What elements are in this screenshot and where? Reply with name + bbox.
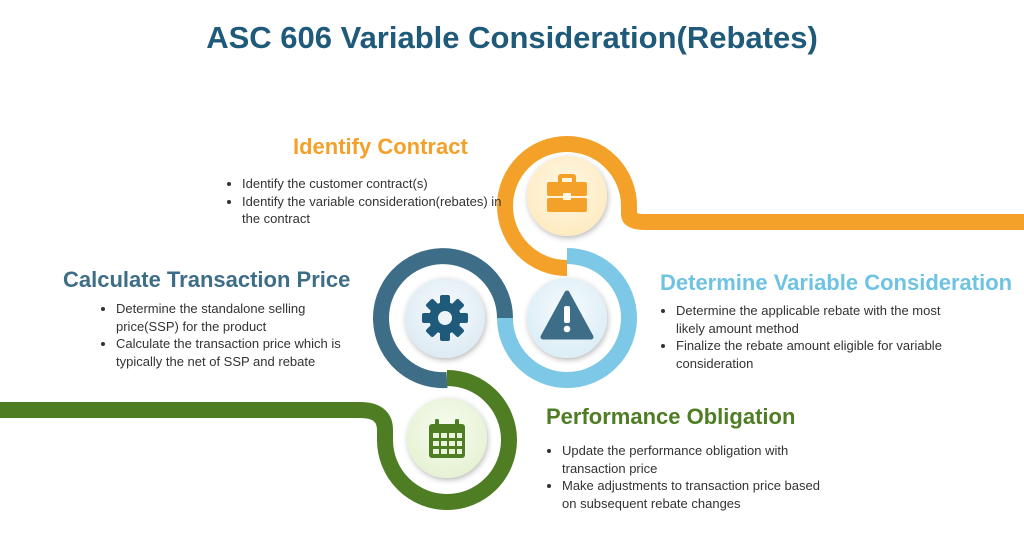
performance-obligation-title: Performance Obligation — [546, 404, 796, 429]
gear-icon — [422, 295, 468, 341]
bullet-item: Identify the customer contract(s) — [242, 175, 502, 193]
identify-ribbon — [497, 136, 1024, 276]
calculate-transaction-price-bullets: Determine the standalone selling price(S… — [102, 300, 366, 370]
calculate-ribbon — [373, 248, 513, 389]
determine-variable-consideration-title: Determine Variable Consideration — [660, 270, 1013, 295]
bullet-item: Make adjustments to transaction price ba… — [562, 477, 822, 512]
determine-variable-consideration-bullets: Determine the applicable rebate with the… — [662, 302, 946, 372]
bullet-item: Identify the variable consideration(reba… — [242, 193, 502, 228]
bullet-item: Update the performance obligation with t… — [562, 442, 822, 477]
bullet-item: Finalize the rebate amount eligible for … — [676, 337, 946, 372]
identify-contract-bullets: Identify the customer contract(s) Identi… — [228, 175, 502, 228]
calculate-node — [405, 278, 485, 358]
calculate-transaction-price-title: Calculate Transaction Price — [63, 267, 351, 292]
identify-node — [527, 156, 607, 236]
bullet-item: Determine the standalone selling price(S… — [116, 300, 366, 335]
performance-obligation-bullets: Update the performance obligation with t… — [548, 442, 822, 512]
page-title: ASC 606 Variable Consideration(Rebates) — [206, 20, 818, 55]
determine-ribbon — [497, 248, 637, 388]
warning-icon — [540, 290, 594, 340]
briefcase-icon — [547, 174, 587, 212]
performance-ribbon — [0, 370, 517, 510]
bullet-item: Determine the applicable rebate with the… — [676, 302, 946, 337]
bullet-item: Calculate the transaction price which is… — [116, 335, 366, 370]
determine-node — [527, 278, 607, 358]
identify-contract-title: Identify Contract — [293, 134, 468, 159]
calendar-icon — [429, 419, 465, 458]
performance-node — [407, 398, 487, 478]
